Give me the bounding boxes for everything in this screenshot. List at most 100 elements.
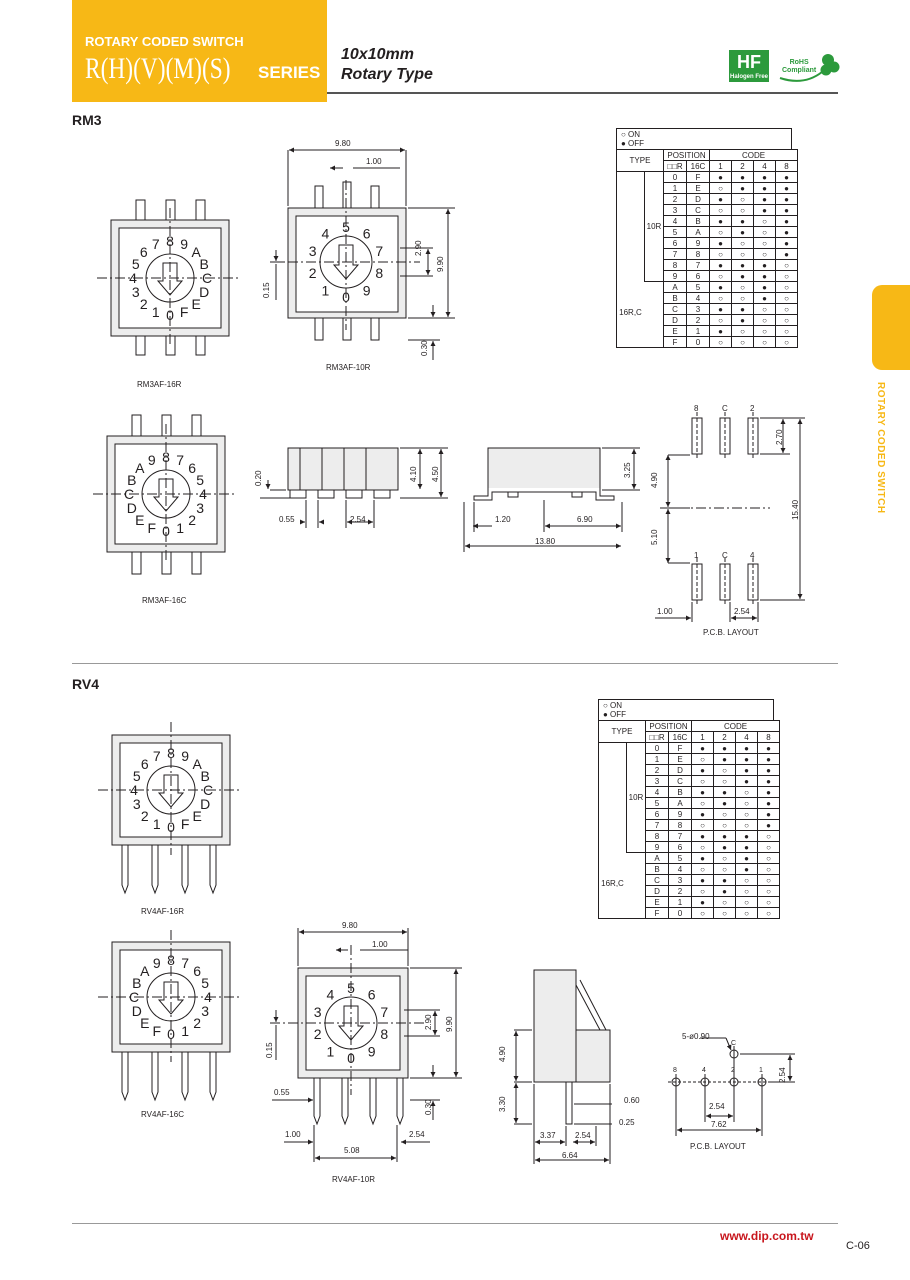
cell-bit: ●: [757, 775, 780, 787]
halogen-free-logo: HF Halogen Free: [729, 50, 769, 82]
dial-char: C: [129, 989, 139, 1005]
rohs-leaf-icon: [779, 54, 840, 82]
dial-char: A: [135, 460, 145, 476]
cell-16c: 4: [686, 292, 710, 304]
bit-header: 1: [709, 160, 732, 172]
dial-char: 2: [193, 1015, 201, 1031]
dim-rv4-s060: 0.60: [624, 1096, 640, 1105]
dial-char: 7: [375, 243, 383, 259]
cell-16c: 7: [668, 830, 692, 842]
dim-rm3-w254: 2.54: [350, 515, 366, 524]
dim-rm3-h990: 9.90: [436, 256, 445, 272]
dim-rv4-s254: 2.54: [575, 1131, 591, 1140]
cell-bit: ○: [753, 215, 776, 227]
cell-bit: ●: [757, 819, 780, 831]
cell-10r: 3: [663, 204, 687, 216]
col-10r-header: □□R: [663, 160, 687, 172]
dim-rm3-p510: 5.10: [650, 529, 659, 545]
pcb-pin-c-top: C: [722, 404, 728, 413]
series-word: SERIES: [258, 63, 321, 82]
cell-bit: ○: [735, 808, 758, 820]
cell-16c: C: [668, 775, 692, 787]
cell-16c: 8: [686, 248, 710, 260]
rv4-pin-1: 1: [759, 1067, 763, 1074]
dim-rv4-w055: 0.55: [274, 1088, 290, 1097]
website-link[interactable]: www.dip.com.tw: [720, 1229, 814, 1243]
section-divider: [72, 663, 838, 664]
label-rm3af-16r: RM3AF-16R: [137, 380, 182, 389]
cell-bit: ●: [735, 830, 758, 842]
cell-10r: 7: [663, 248, 687, 260]
dim-rm3-w1380: 13.80: [535, 537, 556, 546]
footer-rule: [72, 1223, 838, 1224]
cell-10r: 6: [663, 237, 687, 249]
pcb-pin-4: 4: [750, 551, 755, 560]
dim-rm3-p1540: 15.40: [791, 499, 800, 520]
dim-rv4-w508: 5.08: [344, 1146, 360, 1155]
cell-16c: 5: [686, 281, 710, 293]
dial-char: 1: [181, 1023, 189, 1039]
cell-bit: ○: [757, 907, 780, 919]
col-10r-header: □□R: [645, 731, 669, 743]
dial-char: 6: [141, 756, 149, 772]
dial-char: 9: [181, 748, 189, 764]
cell-16c: D: [686, 193, 710, 205]
cell-10r: 9: [645, 841, 669, 853]
section-title-rv4: RV4: [72, 676, 99, 692]
group-16rc-spacer: [644, 281, 664, 348]
cell-bit: ●: [709, 325, 732, 337]
cell-bit: ○: [731, 237, 754, 249]
dial-char: 9: [368, 1043, 376, 1059]
dial-char: C: [202, 270, 212, 286]
dim-rv4-h990: 9.90: [445, 1016, 454, 1032]
cell-bit: ●: [731, 182, 754, 194]
pcb-pin-2: 2: [750, 404, 755, 413]
cell-10r: 8: [645, 830, 669, 842]
dial-char: 3: [133, 796, 141, 812]
cell-bit: ●: [731, 303, 754, 315]
cell-10r: 4: [663, 215, 687, 227]
dial-char: 7: [153, 748, 161, 764]
dim-rv4-holes: 5-ø0.90: [682, 1032, 710, 1041]
cell-bit: ●: [757, 786, 780, 798]
cell-bit: ○: [709, 270, 732, 282]
cell-16c: D: [668, 764, 692, 776]
cell-bit: ○: [731, 204, 754, 216]
dim-rm3-w980: 9.80: [335, 139, 351, 148]
cell-bit: ●: [735, 764, 758, 776]
cell-10r: D: [663, 314, 687, 326]
group-16rc: 16R,C: [598, 742, 627, 919]
cell-bit: ○: [753, 248, 776, 260]
cell-bit: ○: [709, 248, 732, 260]
rv4-side-view: [513, 969, 612, 1164]
dial-char: A: [193, 756, 203, 772]
position-header: POSITION: [663, 149, 710, 161]
dial-char: 8: [162, 449, 170, 465]
cell-bit: ●: [775, 237, 798, 249]
cell-bit: ○: [731, 292, 754, 304]
cell-bit: ●: [735, 775, 758, 787]
cell-bit: ●: [691, 808, 714, 820]
dial-char: 2: [141, 808, 149, 824]
cell-bit: ○: [713, 863, 736, 875]
bit-header: 2: [713, 731, 736, 743]
dial-char: F: [148, 520, 157, 536]
cell-bit: ○: [753, 336, 776, 348]
dial-char: 5: [133, 768, 141, 784]
dial-char: 6: [363, 226, 371, 242]
cell-bit: ○: [691, 841, 714, 853]
cell-16c: E: [686, 182, 710, 194]
cell-16c: 9: [686, 237, 710, 249]
cell-bit: ○: [691, 819, 714, 831]
cell-bit: ●: [709, 215, 732, 227]
cell-10r: 6: [645, 808, 669, 820]
cell-16c: B: [686, 215, 710, 227]
